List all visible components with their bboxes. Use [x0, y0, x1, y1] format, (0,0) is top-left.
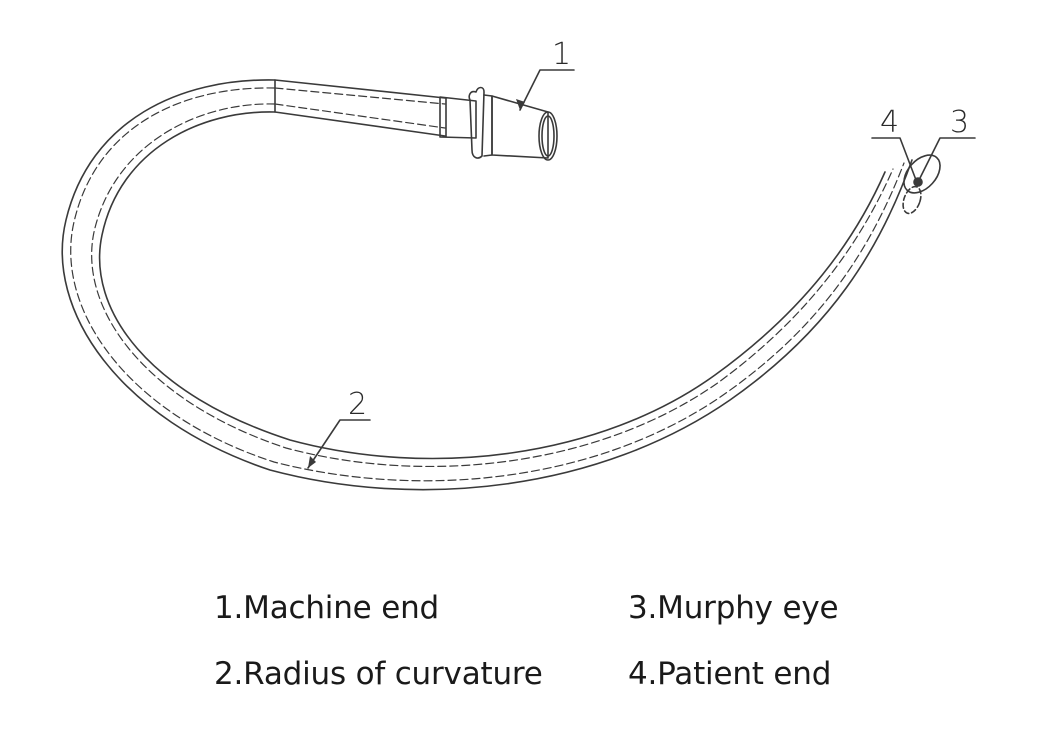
- leader-line-4: [871, 137, 917, 181]
- tube-outer-wall: [61, 79, 913, 491]
- tube-inner-wall: [98, 111, 886, 460]
- tube-straight-dash: [274, 87, 446, 129]
- callout-4: 4: [880, 105, 899, 140]
- tube-lumen-line-inner: [91, 103, 894, 468]
- legend-item-machine-end: 1.Machine end: [214, 590, 439, 626]
- murphy-eye: [902, 185, 922, 215]
- callout-3: 3: [950, 105, 969, 140]
- legend-item-patient-end: 4.Patient end: [628, 656, 832, 692]
- connector-opening: [538, 111, 558, 161]
- tube-lumen-line-outer: [70, 87, 905, 482]
- connector-body: [491, 95, 549, 159]
- tube-straight-section: [274, 79, 446, 137]
- callout-1: 1: [552, 37, 571, 72]
- callout-2: 2: [348, 387, 367, 422]
- legend-item-murphy-eye: 3.Murphy eye: [628, 590, 839, 626]
- connector-sleeve: [439, 96, 477, 139]
- leader-line-1: [519, 69, 575, 111]
- legend-item-radius-of-curvature: 2.Radius of curvature: [214, 656, 543, 692]
- leader-line-3: [917, 137, 976, 183]
- leader-line-2: [307, 419, 371, 469]
- patient-end-opening: [903, 154, 941, 194]
- connector-flange: [468, 86, 485, 159]
